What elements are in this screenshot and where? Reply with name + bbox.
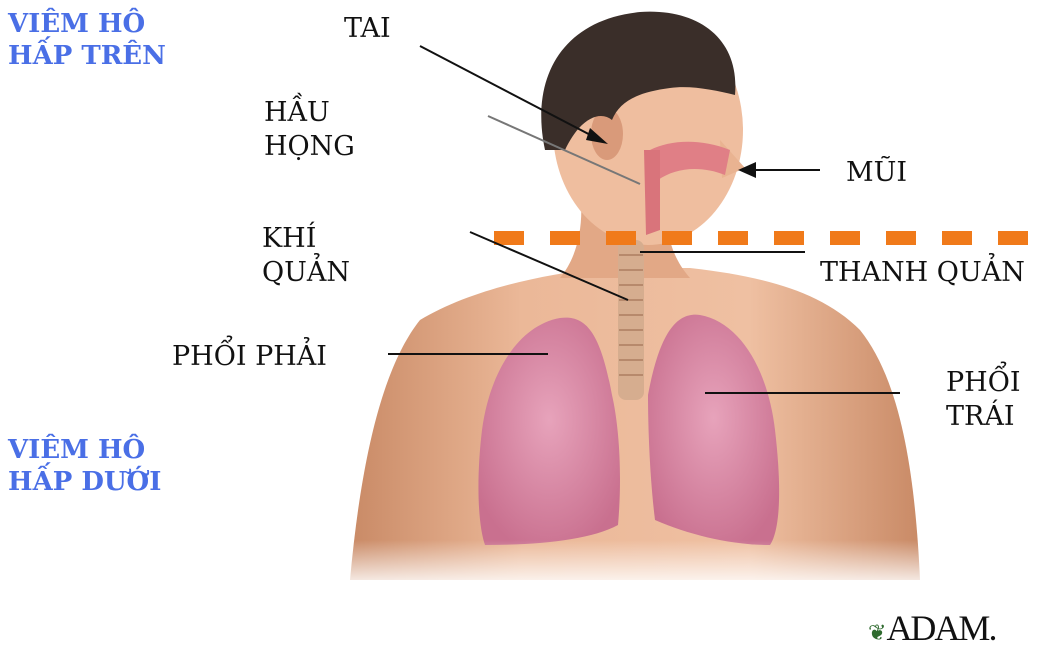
label-khi-quan: KHÍ QUẢN [262, 222, 350, 290]
label-hau-hong-line-2: HỌNG [264, 130, 355, 164]
label-mui: MŨI [846, 156, 907, 190]
label-thanh-quan: THANH QUẢN [820, 256, 1025, 290]
label-hau-hong: HẦU HỌNG [264, 96, 355, 164]
lower-respiratory-heading: VIÊM HÔ HẤP DƯỚI [8, 434, 161, 498]
pharynx [644, 150, 660, 235]
label-phoi-phai: PHỔI PHẢI [172, 340, 327, 374]
upper-heading-line-1: VIÊM HÔ [8, 8, 166, 40]
logo-text: ADAM. [886, 608, 995, 648]
label-phoi-trai-line-1: PHỔI [946, 366, 1021, 400]
label-phoi-trai-line-2: TRÁI [946, 400, 1021, 434]
lower-heading-line-1: VIÊM HÔ [8, 434, 161, 466]
label-khi-quan-line-2: QUẢN [262, 256, 350, 290]
label-phoi-trai: PHỔI TRÁI [946, 366, 1021, 434]
label-hau-hong-line-1: HẦU [264, 96, 355, 130]
label-tai: TAI [344, 12, 391, 46]
upper-heading-line-2: HẤP TRÊN [8, 40, 166, 72]
upper-respiratory-heading: VIÊM HÔ HẤP TRÊN [8, 8, 166, 72]
adam-logo: ❦ADAM. [868, 610, 995, 651]
label-khi-quan-line-1: KHÍ [262, 222, 350, 256]
lower-heading-line-2: HẤP DƯỚI [8, 466, 161, 498]
leaf-icon: ❦ [868, 620, 884, 645]
